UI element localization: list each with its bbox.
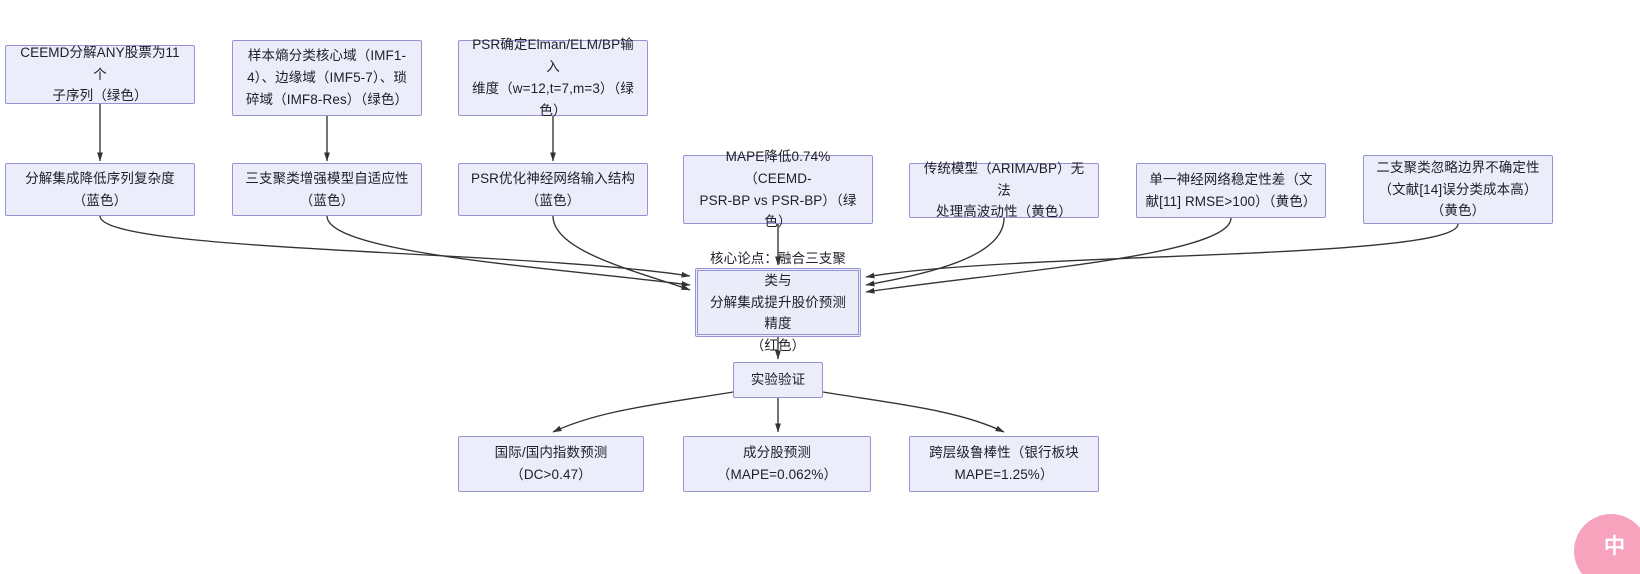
node-label: PSR优化神经网络输入结构 （蓝色） (470, 170, 636, 208)
edge-experiment-robustness (822, 391, 1005, 433)
node-index-forecast[interactable]: 国际/国内指数预测 （DC>0.47） (458, 436, 644, 492)
node-label: 单一神经网络稳定性差（文 献[11] RMSE>100）（黄色） (1145, 171, 1317, 209)
node-label: 传统模型（ARIMA/BP）无法 处理高波动性（黄色） (923, 160, 1085, 220)
node-label: 国际/国内指数预测 （DC>0.47） (494, 445, 608, 482)
watermark-badge: 中 (1574, 514, 1640, 574)
node-traditional-model-limitation[interactable]: 传统模型（ARIMA/BP）无法 处理高波动性（黄色） (909, 161, 1099, 219)
edge-traditional-core (865, 217, 1005, 287)
node-core-argument[interactable]: 核心论点：融合三支聚类与 分解集成提升股价预测精度 （红色） (695, 251, 861, 353)
node-psr-network-structure[interactable]: PSR优化神经网络输入结构 （蓝色） (458, 163, 648, 216)
node-single-network-instability[interactable]: 单一神经网络稳定性差（文 献[11] RMSE>100）（黄色） (1136, 163, 1326, 218)
node-constituent-stock-forecast[interactable]: 成分股预测 （MAPE=0.062%） (683, 436, 871, 492)
edge-complexity-core (99, 215, 691, 278)
node-label: CEEMD分解ANY股票为11个 子序列（绿色） (20, 44, 180, 104)
node-label: PSR确定Elman/ELM/BP输入 维度（w=12,t=7,m=3）（绿 色… (472, 37, 634, 118)
node-psr-input-dimension[interactable]: PSR确定Elman/ELM/BP输入 维度（w=12,t=7,m=3）（绿 色… (458, 37, 648, 118)
node-sample-entropy-classification[interactable]: 样本熵分类核心域（IMF1- 4）、边缘域（IMF5-7）、琐 碎域（IMF8-… (232, 40, 422, 116)
node-cross-level-robustness[interactable]: 跨层级鲁棒性（银行板块 MAPE=1.25%） (909, 436, 1099, 492)
node-label: 三支聚类增强模型自适应性 （蓝色） (245, 170, 409, 208)
node-model-adaptivity[interactable]: 三支聚类增强模型自适应性 （蓝色） (232, 163, 422, 216)
node-ceemd-decomposition[interactable]: CEEMD分解ANY股票为11个 子序列（绿色） (5, 45, 195, 104)
watermark-text: 中 (1604, 534, 1626, 558)
node-label: 分解集成降低序列复杂度 （蓝色） (25, 170, 175, 208)
node-label: 成分股预测 （MAPE=0.062%） (716, 445, 838, 482)
edge-adaptive-core (326, 215, 691, 287)
node-label: 实验验证 (750, 372, 806, 388)
node-mape-reduction[interactable]: MAPE降低0.74%（CEEMD- PSR-BP vs PSR-BP）（绿 色… (683, 149, 873, 229)
edge-experiment-index (552, 391, 734, 433)
node-label: MAPE降低0.74%（CEEMD- PSR-BP vs PSR-BP）（绿 色… (699, 148, 857, 230)
node-label: 跨层级鲁棒性（银行板块 MAPE=1.25%） (929, 445, 1079, 482)
edge-psrstruct-core (552, 215, 691, 291)
node-label: 核心论点：融合三支聚类与 分解集成提升股价预测精度 （红色） (710, 250, 846, 354)
node-sequence-complexity[interactable]: 分解集成降低序列复杂度 （蓝色） (5, 163, 195, 216)
node-experiment-validation[interactable]: 实验验证 (733, 362, 823, 398)
edge-singlenn-core (865, 217, 1232, 294)
node-two-way-clustering-limitation[interactable]: 二支聚类忽略边界不确定性 （文献[14]误分类成本高） （黄色） (1363, 155, 1553, 224)
edge-twoway-core (865, 223, 1459, 279)
node-label: 二支聚类忽略边界不确定性 （文献[14]误分类成本高） （黄色） (1376, 159, 1540, 219)
node-label: 样本熵分类核心域（IMF1- 4）、边缘域（IMF5-7）、琐 碎域（IMF8-… (245, 48, 409, 107)
